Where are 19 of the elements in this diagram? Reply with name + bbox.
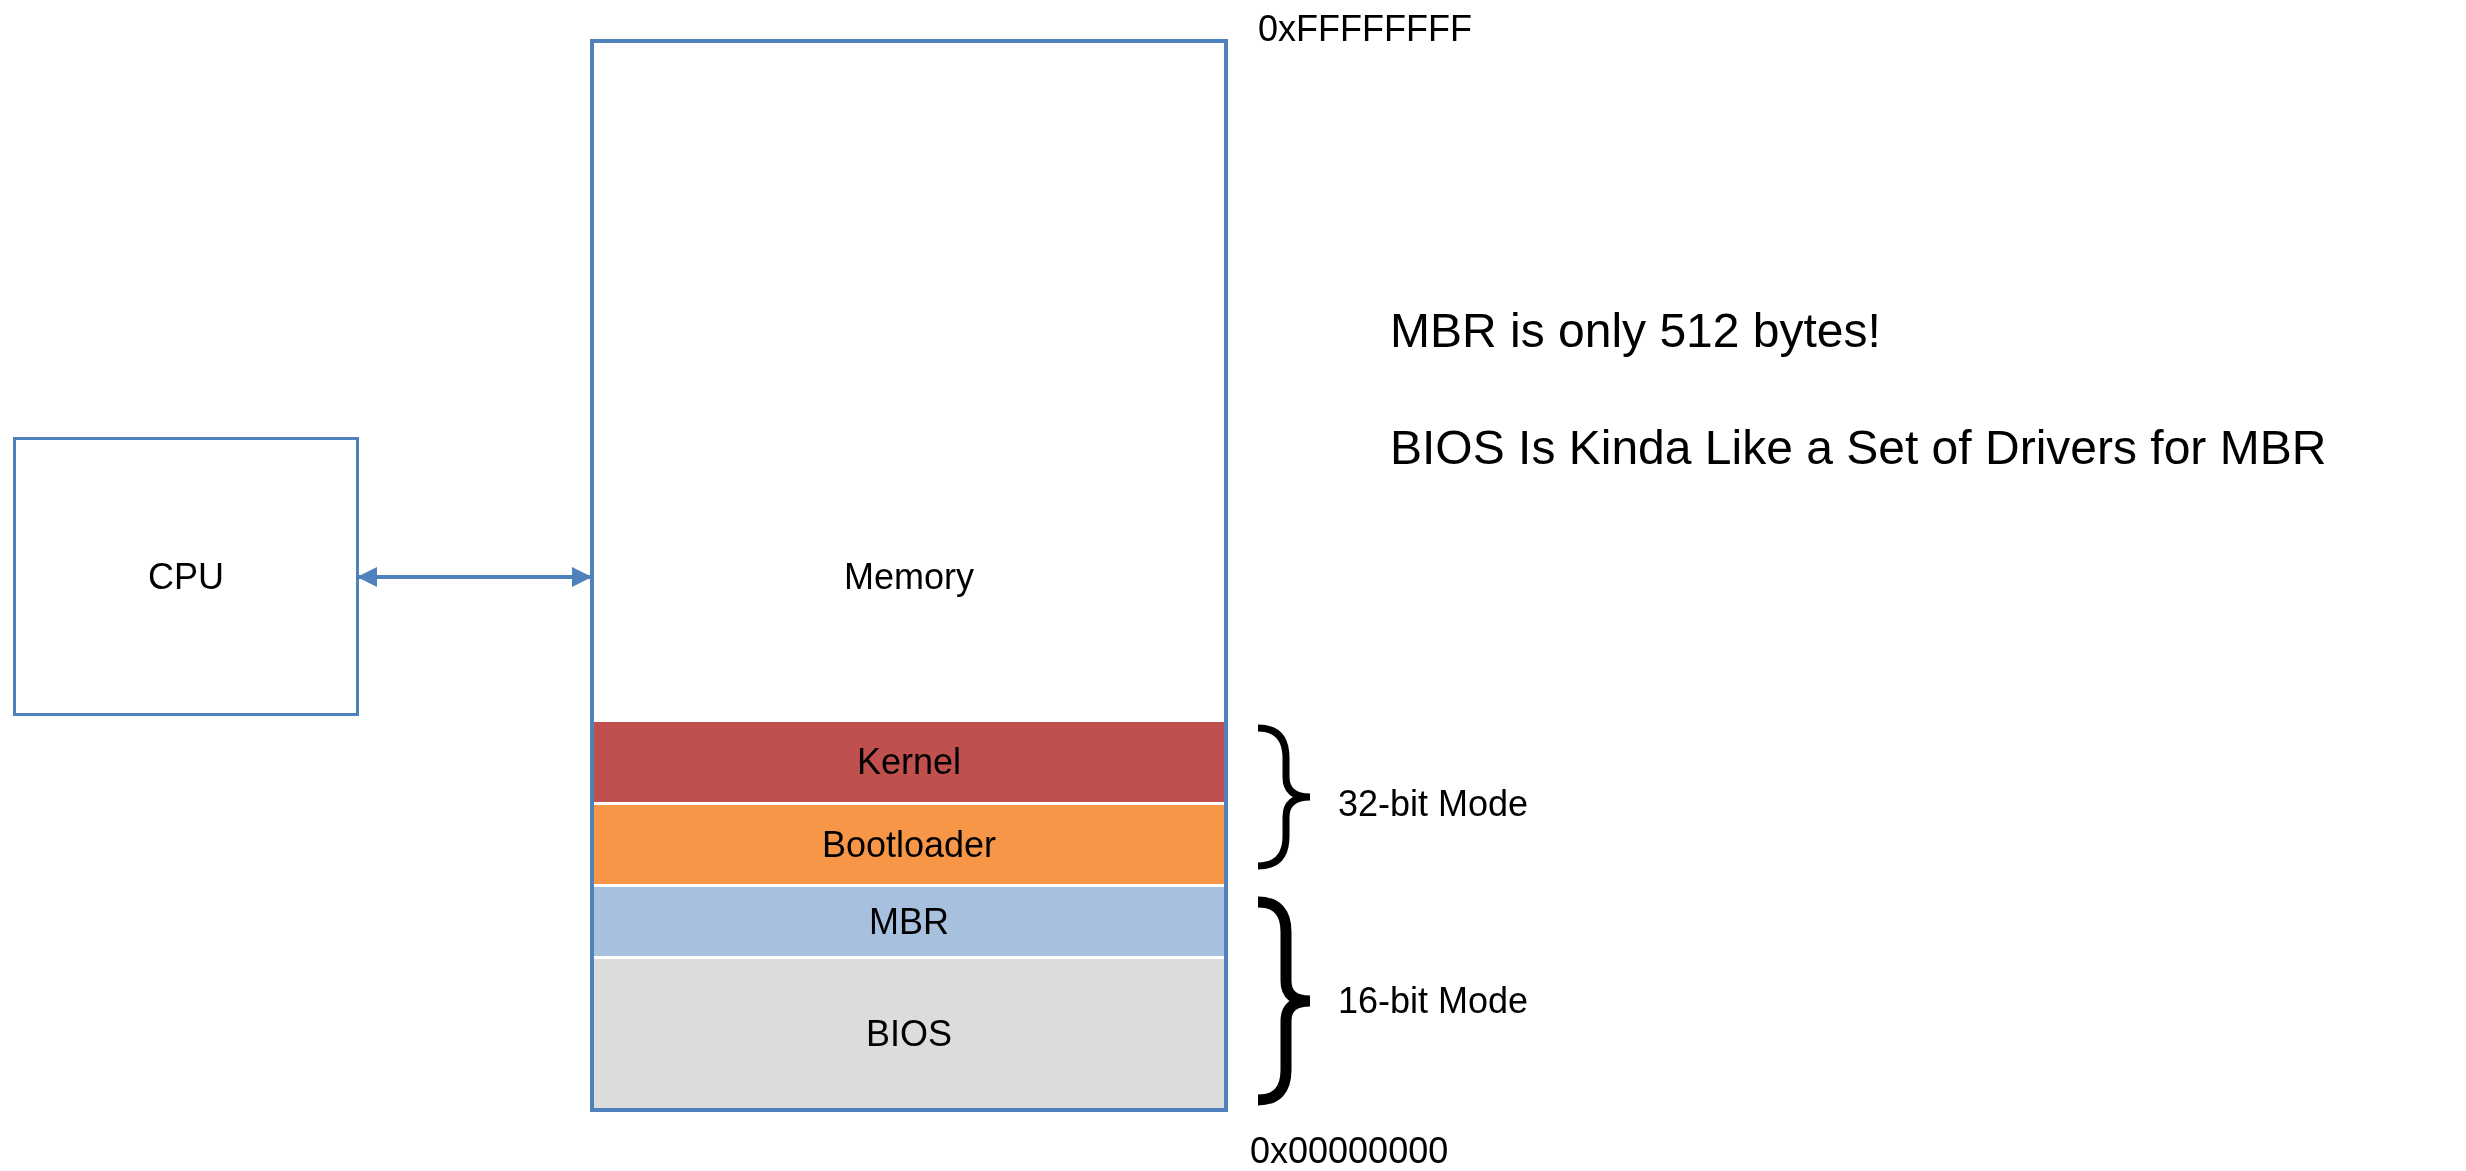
address-label: 0x00000000 bbox=[1250, 1130, 1449, 1171]
node-label: BIOS bbox=[866, 1012, 952, 1055]
memory-region bbox=[594, 719, 1224, 802]
memory-region bbox=[594, 884, 1224, 956]
node-label: Kernel bbox=[856, 741, 962, 783]
node-label: MBR bbox=[869, 900, 949, 943]
node-label: CPU bbox=[148, 555, 224, 598]
node-label: Memory bbox=[843, 556, 975, 598]
memory-region bbox=[594, 802, 1224, 884]
memory-region bbox=[594, 956, 1224, 1108]
mode-label: 16-bit Mode bbox=[1338, 980, 1529, 1022]
note-text: MBR is only 512 bytes! bbox=[1390, 303, 1881, 358]
note-text: BIOS Is Kinda Like a Set of Drivers for MBR bbox=[1390, 420, 2327, 475]
memory-box bbox=[590, 39, 1228, 1112]
mode-label: 32-bit Mode bbox=[1338, 783, 1529, 825]
node-label: Bootloader bbox=[821, 823, 997, 866]
double-arrow bbox=[357, 567, 592, 587]
address-label: 0xFFFFFFFF bbox=[1258, 8, 1472, 50]
cpu-box bbox=[13, 437, 359, 716]
